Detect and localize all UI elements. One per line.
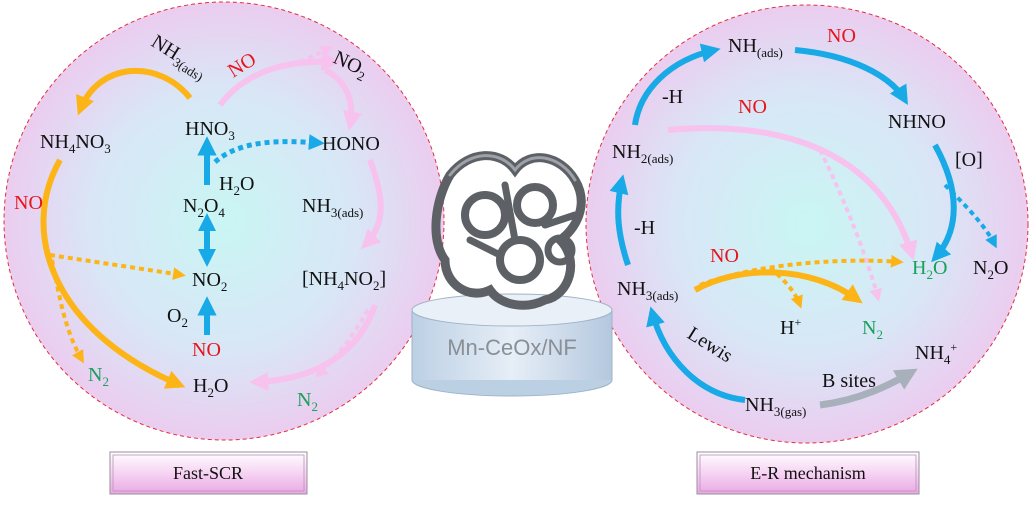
right-no-lower: NO [710,245,739,267]
arrow-gray-to-nh4 [819,368,918,409]
left-title-plate: Fast-SCR [109,451,308,495]
left-hono: HONO [322,133,380,155]
arrow-dotted-to-n2-left [50,259,84,364]
right-n2: N2 [862,317,883,342]
arrow-orange-dotted-to-hplus [768,266,803,309]
right-no-mid: NO [738,96,767,118]
left-nh4no3: NH4NO3 [40,131,111,156]
arrow-dotted-to-n2-right [315,308,370,378]
arrow-nh-to-nhno [794,47,908,105]
arrow-dotted-to-no2 [49,253,186,280]
right-minus-h-top: -H [662,86,683,108]
left-n2o4: N2O4 [183,195,225,220]
arrow-nh3-to-nh2 [609,174,631,266]
right-title-plate: E-R mechanism [696,451,920,495]
left-n2-right: N2 [297,389,318,414]
arrow-dotted-to-n2o [943,183,997,249]
right-no-top: NO [827,25,856,47]
left-nh3-ads-right: NH3(ads) [302,195,363,220]
arrow-pink-dotted-to-n2 [818,149,882,302]
arrow-nh3gas-to-nh3ads [646,306,746,403]
arrow-nh2-to-nh [632,43,721,126]
left-no-left: NO [14,192,43,214]
left-n2-left: N2 [88,364,109,389]
right-h-plus: H+ [780,315,801,339]
left-o2: O2 [167,305,188,330]
left-hno3: HNO3 [185,118,235,143]
right-h2o: H2O [912,257,947,282]
left-no-bottom: NO [192,339,221,361]
right-n2o: N2O [973,257,1008,282]
left-no2-mid: NO2 [192,269,227,294]
right-title: E-R mechanism [750,463,865,483]
right-nhno: NHNO [888,111,946,133]
right-nh3-ads: NH3(ads) [617,278,678,303]
arrow-no2-to-hono [323,67,363,131]
catalyst-base-cylinder [411,293,613,397]
nickel-foam-image [431,151,586,310]
right-o-bracket: [O] [955,149,983,171]
left-title: Fast-SCR [173,463,243,483]
arrow-dotted-no2-top [299,45,334,64]
arrow-nh4no2-to-h2o [249,304,378,392]
left-h2o-mid: H2O [219,173,254,198]
arrow-dotted-hno3-to-hono [213,134,325,164]
arrow-pink-nh2-to-h2o [667,125,918,261]
right-mechanism-circle [585,4,1029,444]
right-nh4-plus: NH4+ [915,340,957,367]
arrow-orange-dotted-to-h2o [699,254,904,287]
arrow-hono-to-nh4no2 [360,158,384,250]
left-h2o-bottom: H2O [193,375,228,400]
right-nh3-gas: NH3(gas) [745,394,806,419]
right-b-sites: B sites [822,370,876,392]
left-nh4no2: [NH4NO2] [302,268,386,293]
arrow-nh3-to-nh4no3 [76,67,193,116]
left-mechanism-circle [3,1,445,441]
right-nh2-ads: NH2(ads) [612,141,673,166]
right-minus-h-mid: -H [634,217,655,239]
arrow-nh3-to-no2 [217,51,341,107]
right-nh-ads: NH(ads) [728,35,783,60]
arrow-nhno-to-h2o [931,143,957,263]
catalyst-label: Mn-CeOx/NF [447,335,577,360]
